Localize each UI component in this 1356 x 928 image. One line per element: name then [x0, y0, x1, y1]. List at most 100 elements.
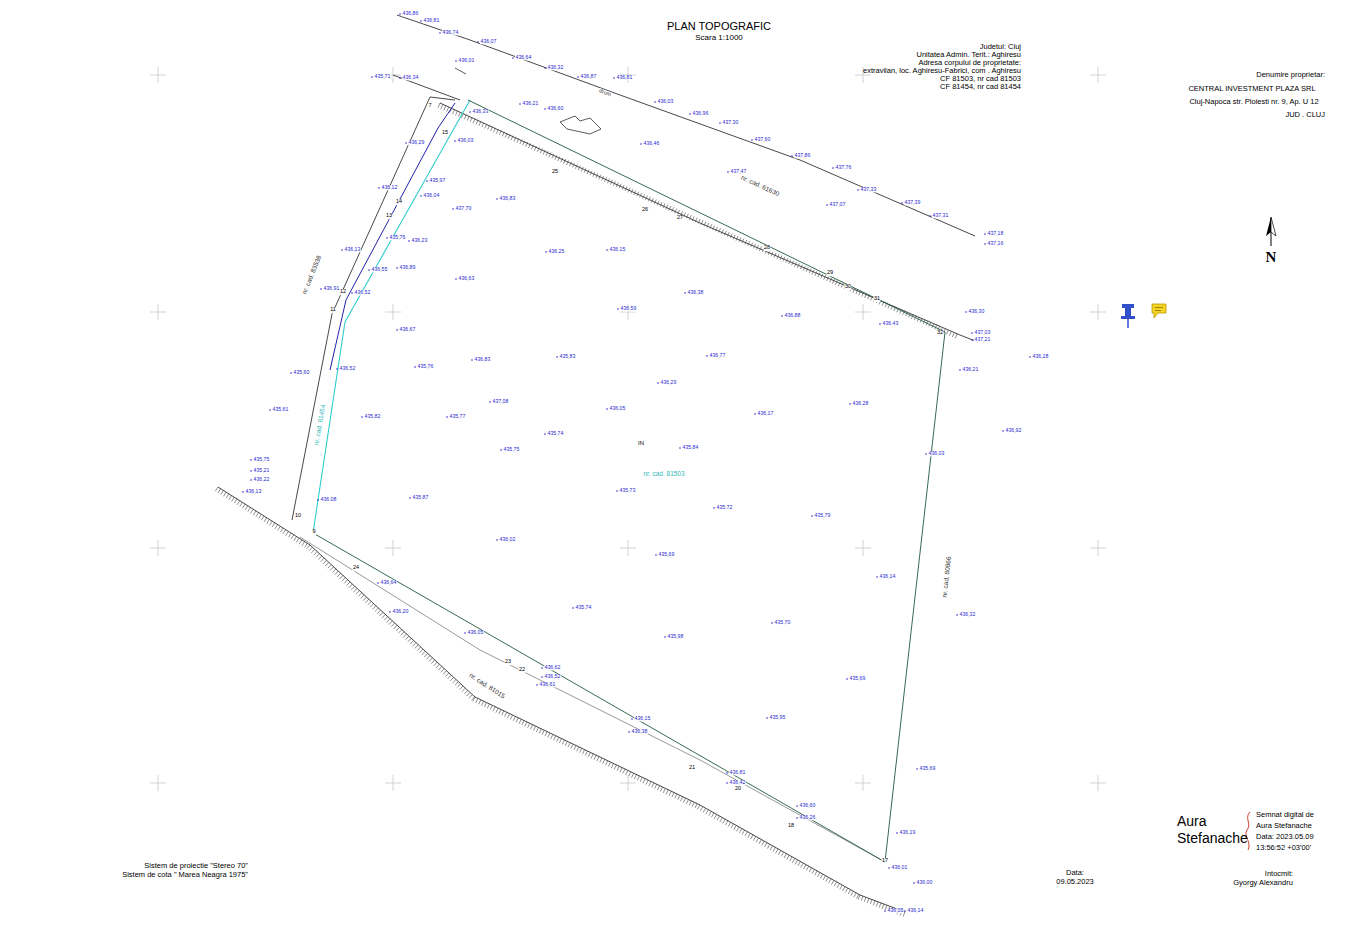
elevation-point: [781, 315, 783, 317]
elevation-label: 436,03: [928, 451, 945, 456]
elevation-point: [420, 20, 422, 22]
elevation-label: 436,74: [442, 30, 459, 35]
elevation-label: 436,32: [959, 612, 976, 617]
elevation-point: [879, 323, 881, 325]
grid-cross: [385, 775, 401, 791]
grid-cross: [150, 775, 166, 791]
elevation-point: [857, 189, 859, 191]
elevation-point: [351, 292, 353, 294]
elevation-label: 437,03: [974, 330, 991, 335]
elevation-label: 435,87: [412, 495, 429, 500]
point-number: 21: [688, 765, 695, 771]
north-arrow-head: [1266, 217, 1271, 236]
elevation-label: 435,83: [559, 354, 576, 359]
elevation-label: 435,71: [374, 74, 391, 79]
point-number: 24: [352, 565, 359, 571]
elevation-point: [409, 497, 411, 499]
elevation-point: [250, 470, 252, 472]
elevation-point: [959, 369, 961, 371]
elevation-label: 436,64: [515, 55, 532, 60]
elevation-label: 436,81: [616, 75, 633, 80]
sheet-text: Data:: [1066, 869, 1084, 877]
elevation-point: [916, 768, 918, 770]
elevation-label: 436,81: [729, 770, 746, 775]
road-edge: [397, 15, 975, 236]
elevation-label: 435,77: [449, 414, 466, 419]
elevation-label: 436,21: [522, 101, 539, 106]
sheet-text: Semnat digital de: [1256, 811, 1314, 819]
elevation-point: [956, 614, 958, 616]
elevation-point: [446, 416, 448, 418]
elevation-label: 436,02: [499, 537, 516, 542]
elevation-point: [719, 122, 721, 124]
sheet-text: N: [1266, 250, 1277, 265]
elevation-label: 437,60: [754, 137, 771, 142]
elevation-point: [913, 882, 915, 884]
elevation-point: [377, 582, 379, 584]
elevation-point: [713, 507, 715, 509]
note-icon: [1152, 304, 1166, 318]
elevation-point: [1029, 356, 1031, 358]
elevation-points: [242, 13, 1031, 912]
elevation-point: [477, 41, 479, 43]
sheet-text: CENTRAL INVESTMENT PLAZA SRL: [1188, 85, 1315, 93]
elevation-label: 436,46: [643, 141, 660, 146]
elevation-label: 436,89: [399, 265, 416, 270]
elevation-label: 435,79: [814, 513, 831, 518]
elevation-point: [368, 269, 370, 271]
elevation-label: 436,17: [757, 411, 774, 416]
sheet-text: extravilan, loc. Aghiresu-Fabrici, com .…: [863, 67, 1021, 75]
grid-cross: [620, 775, 636, 791]
elevation-label: 436,20: [392, 609, 409, 614]
elevation-point: [500, 449, 502, 451]
grid-cross: [855, 775, 871, 791]
sheet-text: Stefanache: [1177, 831, 1248, 845]
elevation-label: 436,32: [547, 65, 564, 70]
elevation-label: 435,69: [658, 552, 675, 557]
elevation-point: [791, 155, 793, 157]
elevation-label: 436,14: [907, 908, 924, 913]
elevation-point: [654, 101, 656, 103]
point-number: 15: [441, 130, 448, 136]
elevation-point: [544, 67, 546, 69]
sheet-text: Adresa corpului de proprietate:: [918, 59, 1021, 67]
elevation-label: 437,39: [904, 200, 921, 205]
point-number: 20: [734, 786, 741, 792]
elevation-point: [536, 684, 538, 686]
boundary-blue: [330, 103, 455, 370]
elevation-point: [572, 607, 574, 609]
elevation-point: [469, 111, 471, 113]
grid-cross: [150, 67, 166, 83]
grid-cross: [855, 540, 871, 556]
sheet-text: Unitatea Admin. Terit.: Aghiresu: [916, 51, 1021, 59]
grid-cross: [1090, 540, 1106, 556]
elevation-label: 436,15: [609, 247, 626, 252]
point-number: 31: [873, 296, 880, 302]
point-number: 10: [294, 513, 301, 519]
elevation-point: [706, 355, 708, 357]
point-number: 28: [763, 245, 770, 251]
elevation-label: 437,33: [860, 187, 877, 192]
parcel-label: nr. cad. 81015: [468, 672, 507, 700]
elevation-label: 436,62: [544, 665, 561, 670]
elevation-point: [541, 667, 543, 669]
elevation-label: 437,47: [730, 169, 747, 174]
elevation-label: 437,07: [829, 202, 846, 207]
elevation-point: [826, 204, 828, 206]
grid-cross: [1090, 67, 1106, 83]
point-number: 30: [844, 284, 851, 290]
elevation-label: 436,52: [544, 674, 561, 679]
elevation-point: [378, 187, 380, 189]
elevation-point: [664, 636, 666, 638]
elevation-label: 436,42: [729, 780, 746, 785]
elevation-point: [489, 401, 491, 403]
elevation-label: 437,70: [455, 206, 472, 211]
point-number: 7: [428, 103, 432, 109]
point-number: 26: [641, 207, 648, 213]
elevation-point: [613, 77, 615, 79]
elevation-label: 436,67: [399, 327, 416, 332]
elevation-point: [925, 453, 927, 455]
elevation-label: 436,81: [423, 18, 440, 23]
elevation-label: 437,86: [794, 153, 811, 158]
elevation-label: 435,74: [575, 605, 592, 610]
